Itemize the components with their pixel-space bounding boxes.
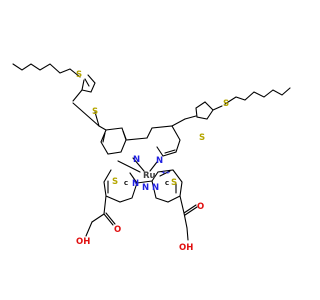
sulfur-atom-thiocyanate-left: S: [112, 177, 118, 187]
sulfur-atom-ring-right: S: [199, 133, 205, 143]
sulfur-atom-chain-right: S: [223, 99, 229, 109]
hydroxyl-group-left: OH: [76, 237, 90, 247]
sulfur-atom-chain-left: S: [76, 70, 82, 80]
hexyl-chain-left: [12, 63, 81, 78]
nitrogen-atom-lower-1: N: [142, 183, 149, 193]
carboxylic-acid-right: [183, 204, 198, 241]
molecule-structure-canvas: S S S S N N Ru ++ S C N N N C S O OH O O…: [12, 63, 291, 253]
sulfur-atom-thiocyanate-right: S: [171, 178, 177, 188]
carbon-atom-thiocyanate-right: C: [165, 181, 169, 187]
pyridine-ring-upper-right: [125, 115, 197, 157]
hexyl-chain-right: [224, 87, 291, 105]
pyridine-ring-lower-left: [103, 169, 138, 215]
nitrogen-atom-thiocyanate-left: N: [132, 179, 139, 189]
ruthenium-atom: Ru: [143, 171, 156, 181]
molecule-svg: S S S S N N Ru ++ S C N N N C S O OH O O…: [12, 63, 291, 253]
metal-coordination-bonds: [117, 157, 171, 177]
hydroxyl-group-right: OH: [179, 243, 193, 253]
nitrogen-atom-lower-2: N: [152, 183, 159, 193]
carbon-atom-thiocyanate-left: C: [124, 181, 128, 187]
thiophene-ring-left: [72, 74, 96, 102]
carboxylic-acid-left: [85, 212, 116, 237]
thiophene-ring-right: [195, 101, 223, 120]
sulfur-atom-ring-left: S: [92, 107, 98, 117]
nitrogen-atom-upper-right: N: [156, 156, 163, 166]
oxygen-atom-carbonyl-right: O: [197, 202, 204, 212]
oxygen-atom-carbonyl-left: O: [114, 225, 121, 235]
charge-label: ++: [161, 170, 171, 176]
pyridine-ring-upper-left: [72, 102, 127, 155]
pyridine-ring-lower-right: [136, 169, 185, 214]
nitrogen-atom-upper-left: N: [133, 155, 140, 165]
